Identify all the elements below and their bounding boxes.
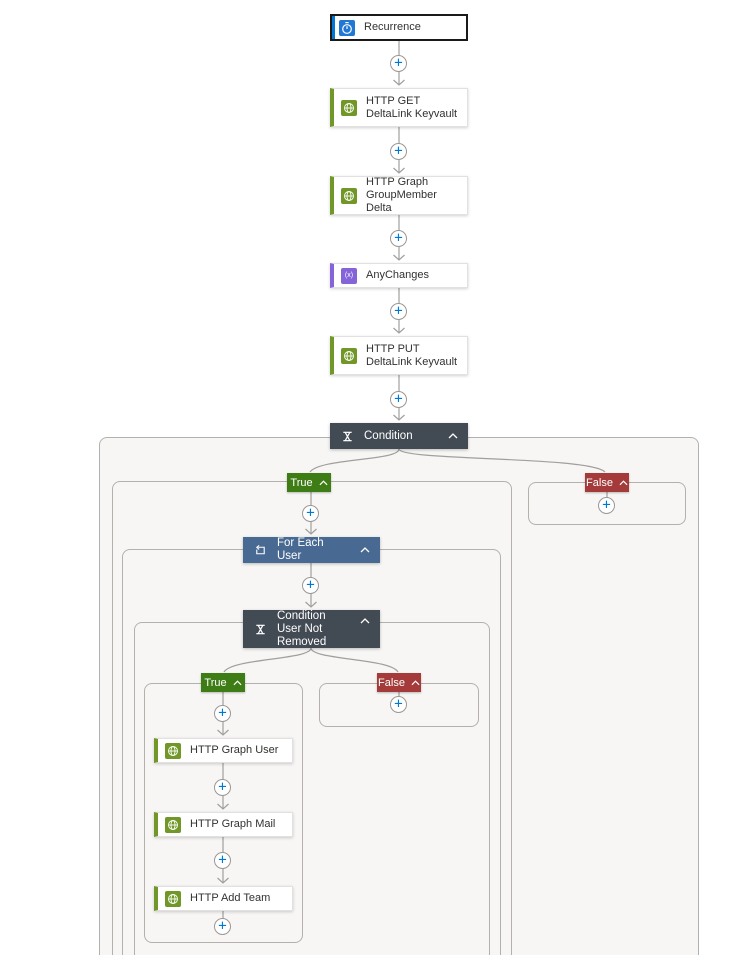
- badge-label: False: [586, 476, 613, 489]
- add-step-button[interactable]: +: [214, 852, 231, 869]
- selection-accent: [332, 16, 335, 39]
- chevron-up-icon: [619, 477, 628, 489]
- scope-header-condition-user-not-removed[interactable]: Condition User Not Removed: [243, 610, 380, 648]
- add-step-button[interactable]: +: [390, 696, 407, 713]
- action-card-http-get-deltalink[interactable]: HTTP GET DeltaLink Keyvault: [330, 88, 468, 127]
- http-globe-icon: [341, 347, 357, 364]
- true-branch-badge[interactable]: True: [287, 473, 331, 492]
- action-card-http-put-deltalink[interactable]: HTTP PUT DeltaLink Keyvault: [330, 336, 468, 375]
- add-step-button[interactable]: +: [214, 705, 231, 722]
- false-branch-badge[interactable]: False: [585, 473, 629, 492]
- http-globe-icon: [341, 187, 357, 204]
- scope-label: Condition User Not Removed: [277, 609, 327, 648]
- add-step-button[interactable]: +: [390, 230, 407, 247]
- badge-label: True: [290, 476, 313, 489]
- scope-header-condition[interactable]: Condition: [330, 423, 468, 449]
- scope-label: Condition: [364, 429, 413, 442]
- action-card-http-graph-delta[interactable]: HTTP Graph GroupMember Delta: [330, 176, 468, 215]
- action-card-anychanges[interactable]: (x) AnyChanges: [330, 263, 468, 288]
- action-label: HTTP GET DeltaLink Keyvault: [366, 94, 458, 120]
- add-step-button[interactable]: +: [390, 143, 407, 160]
- action-label: HTTP Graph GroupMember Delta: [366, 176, 437, 214]
- add-step-button[interactable]: +: [302, 505, 319, 522]
- badge-label: True: [204, 676, 227, 689]
- trigger-card-recurrence[interactable]: Recurrence: [330, 14, 468, 41]
- add-step-button[interactable]: +: [214, 918, 231, 935]
- inner-true-branch-badge[interactable]: True: [201, 673, 245, 692]
- chevron-up-icon: [411, 677, 420, 689]
- trigger-label: Recurrence: [364, 21, 421, 33]
- condition-icon: [341, 430, 355, 443]
- http-globe-icon: [165, 742, 181, 759]
- action-label: HTTP PUT DeltaLink Keyvault: [366, 342, 458, 368]
- foreach-loop-icon: [254, 544, 268, 557]
- chevron-up-icon[interactable]: [360, 547, 370, 553]
- action-card-http-graph-mail[interactable]: HTTP Graph Mail: [154, 812, 293, 837]
- http-globe-icon: [165, 816, 181, 833]
- variables-icon: (x): [341, 267, 357, 284]
- action-card-http-graph-user[interactable]: HTTP Graph User: [154, 738, 293, 763]
- add-step-button[interactable]: +: [390, 55, 407, 72]
- action-card-http-add-team[interactable]: HTTP Add Team: [154, 886, 293, 911]
- action-label: AnyChanges: [366, 269, 429, 281]
- action-label: HTTP Add Team: [190, 892, 271, 904]
- scope-label: For Each User: [277, 537, 324, 562]
- http-globe-icon: [165, 890, 181, 907]
- add-step-button[interactable]: +: [390, 303, 407, 320]
- chevron-up-icon[interactable]: [360, 618, 370, 624]
- badge-label: False: [378, 676, 405, 689]
- action-label: HTTP Graph User: [190, 744, 279, 756]
- http-globe-icon: [341, 99, 357, 116]
- add-step-button[interactable]: +: [390, 391, 407, 408]
- inner-false-branch-badge[interactable]: False: [377, 673, 421, 692]
- chevron-up-icon[interactable]: [448, 433, 458, 439]
- add-step-button[interactable]: +: [598, 497, 615, 514]
- recurrence-clock-icon: [339, 19, 355, 36]
- chevron-up-icon: [233, 677, 242, 689]
- scope-header-foreach[interactable]: For Each User: [243, 537, 380, 563]
- action-label: HTTP Graph Mail: [190, 818, 276, 830]
- add-step-button[interactable]: +: [302, 577, 319, 594]
- add-step-button[interactable]: +: [214, 779, 231, 796]
- chevron-up-icon: [319, 477, 328, 489]
- condition-icon: [254, 623, 268, 636]
